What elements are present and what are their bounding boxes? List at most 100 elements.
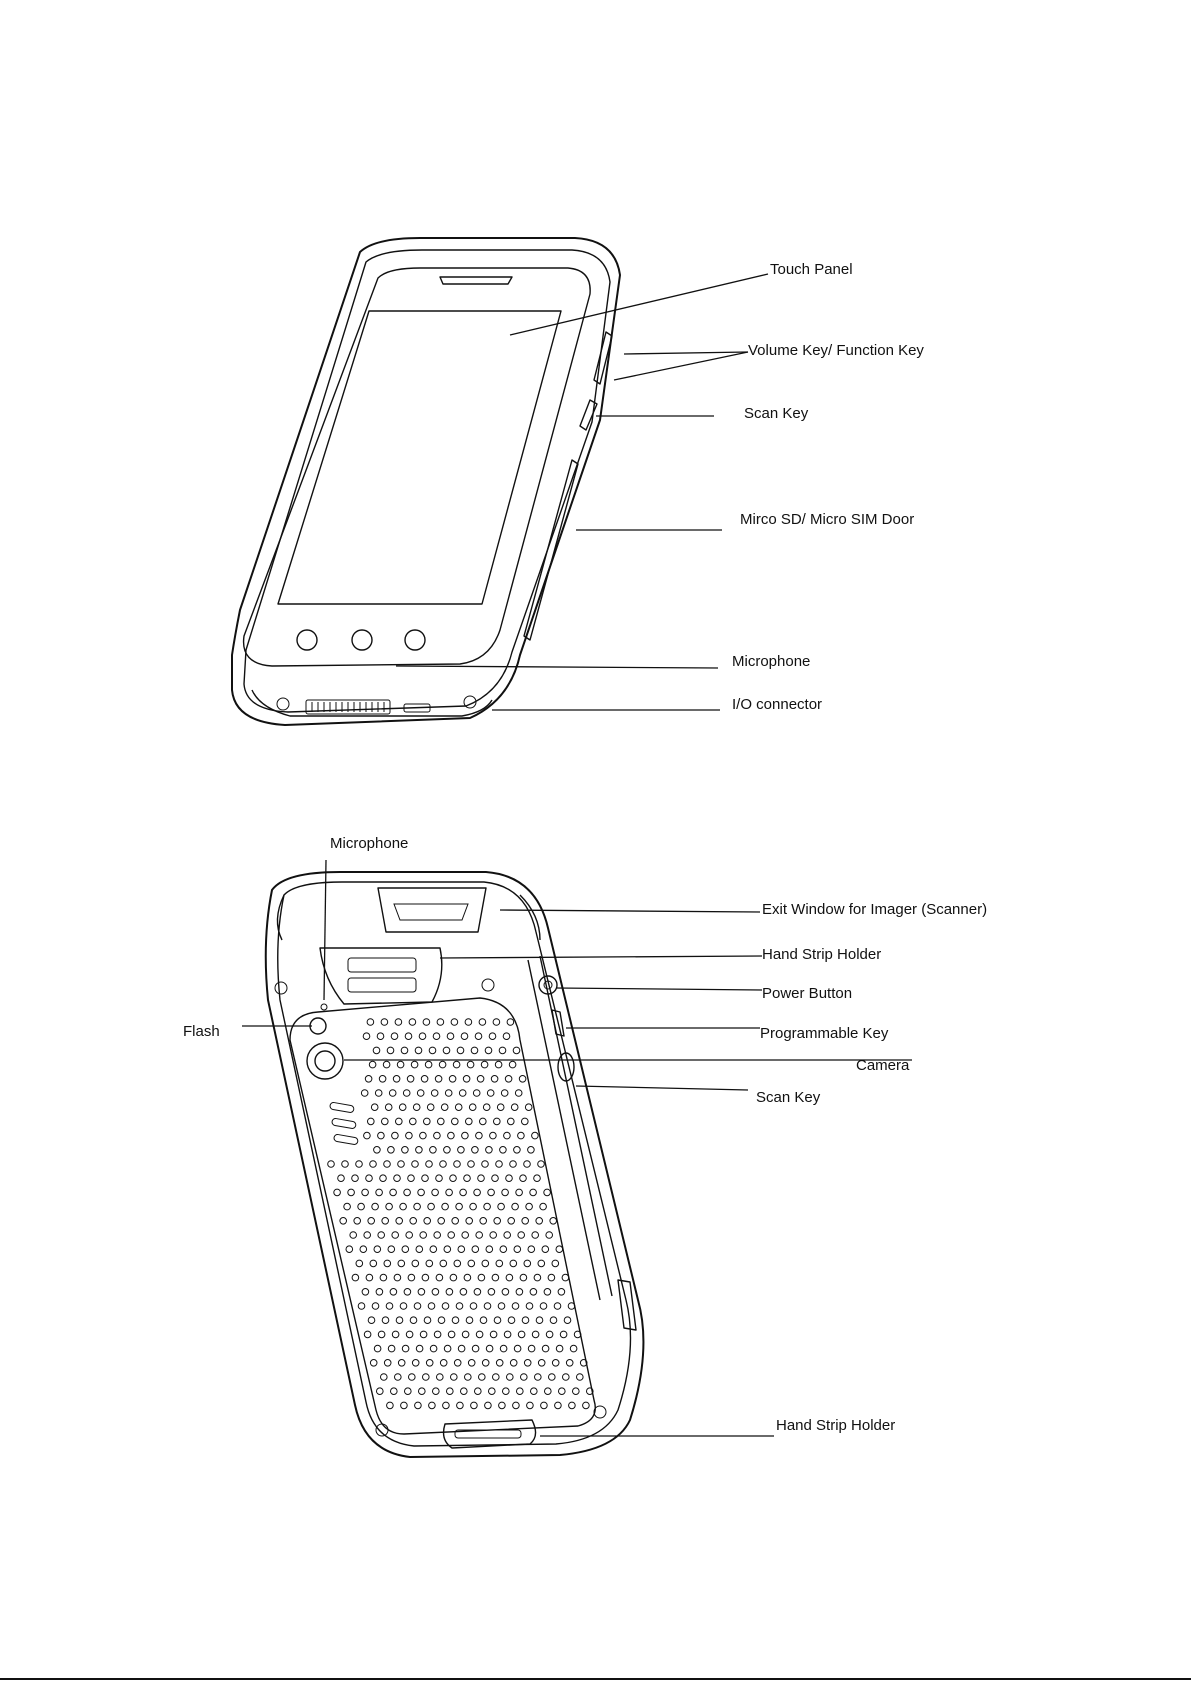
cover-perforation bbox=[435, 1076, 442, 1083]
cover-perforation bbox=[364, 1132, 371, 1139]
cover-perforation bbox=[409, 1374, 416, 1381]
nav-button-left bbox=[297, 630, 317, 650]
cover-perforation bbox=[527, 1402, 534, 1409]
leader-exit-window bbox=[500, 910, 760, 912]
hand-strip-holder-bottom bbox=[444, 1420, 536, 1448]
label-back-microphone: Microphone bbox=[330, 836, 408, 851]
cover-perforation bbox=[524, 1260, 531, 1267]
cover-perforation bbox=[362, 1289, 369, 1296]
cover-perforation bbox=[377, 1033, 384, 1040]
cover-perforation bbox=[413, 1104, 420, 1111]
cover-perforation bbox=[400, 1303, 407, 1310]
cover-perforation bbox=[444, 1345, 451, 1352]
cover-perforation bbox=[468, 1360, 475, 1367]
cover-perforation bbox=[515, 1090, 522, 1097]
cover-perforation bbox=[463, 1076, 470, 1083]
cover-perforation bbox=[498, 1303, 505, 1310]
cover-perforation bbox=[380, 1175, 387, 1182]
cover-perforation bbox=[432, 1189, 439, 1196]
cover-perforation bbox=[401, 1047, 408, 1054]
cover-perforation bbox=[370, 1260, 377, 1267]
cover-perforation bbox=[518, 1132, 525, 1139]
cover-perforation bbox=[387, 1047, 394, 1054]
cover-perforation bbox=[384, 1161, 391, 1168]
cover-perforation bbox=[457, 1047, 464, 1054]
cover-perforation bbox=[461, 1033, 468, 1040]
cover-perforation bbox=[556, 1345, 563, 1352]
cover-perforation bbox=[549, 1374, 556, 1381]
cover-perforation bbox=[458, 1345, 465, 1352]
back-screw-top-left bbox=[275, 982, 287, 994]
cover-perforation bbox=[510, 1161, 517, 1168]
cover-perforation bbox=[436, 1274, 443, 1281]
cover-perforation bbox=[381, 1374, 388, 1381]
cover-perforation bbox=[474, 1189, 481, 1196]
label-sd-sim-door: Mirco SD/ Micro SIM Door bbox=[740, 512, 914, 527]
cover-perforation bbox=[461, 1388, 468, 1395]
cover-perforation bbox=[442, 1303, 449, 1310]
cover-perforation bbox=[485, 1047, 492, 1054]
cover-perforation bbox=[382, 1118, 389, 1125]
cover-perforation bbox=[410, 1317, 417, 1324]
cover-perforation bbox=[406, 1132, 413, 1139]
cover-perforation bbox=[460, 1289, 467, 1296]
cover-perforation bbox=[370, 1161, 377, 1168]
cover-perforation bbox=[447, 1033, 454, 1040]
cover-perforation bbox=[396, 1317, 403, 1324]
cover-perforation bbox=[374, 1246, 381, 1253]
cover-perforation bbox=[384, 1260, 391, 1267]
cover-perforation bbox=[526, 1303, 533, 1310]
cover-perforation bbox=[520, 1175, 527, 1182]
cover-perforation bbox=[434, 1331, 441, 1338]
cover-perforation bbox=[450, 1175, 457, 1182]
label-flash: Flash bbox=[183, 1024, 220, 1039]
cover-perforation bbox=[372, 1203, 379, 1210]
cover-perforation bbox=[392, 1132, 399, 1139]
cover-perforation bbox=[475, 1033, 482, 1040]
back-microphone-hole bbox=[321, 1004, 327, 1010]
cover-perforation bbox=[398, 1360, 405, 1367]
cover-perforation bbox=[486, 1246, 493, 1253]
cover-perforation bbox=[396, 1218, 403, 1225]
cover-perforation bbox=[354, 1218, 361, 1225]
cover-perforation bbox=[491, 1076, 498, 1083]
cover-perforation bbox=[490, 1232, 497, 1239]
cover-perforation bbox=[532, 1132, 539, 1139]
cover-perforation bbox=[506, 1175, 513, 1182]
cover-perforation bbox=[490, 1331, 497, 1338]
cover-perforation bbox=[416, 1345, 423, 1352]
cover-perforation bbox=[371, 1104, 378, 1111]
cover-perforation bbox=[522, 1317, 529, 1324]
cover-perforation bbox=[428, 1303, 435, 1310]
cover-perforation bbox=[421, 1076, 428, 1083]
cover-perforation bbox=[489, 1388, 496, 1395]
cover-perforation bbox=[403, 1090, 410, 1097]
cover-perforation bbox=[419, 1388, 426, 1395]
cover-perforation bbox=[510, 1260, 517, 1267]
cover-perforation bbox=[432, 1289, 439, 1296]
cover-perforation bbox=[552, 1260, 559, 1267]
cover-perforation bbox=[375, 1090, 382, 1097]
exit-window bbox=[378, 888, 486, 932]
cover-perforation bbox=[506, 1274, 513, 1281]
cover-perforation bbox=[426, 1260, 433, 1267]
cover-perforation bbox=[499, 1402, 506, 1409]
cover-perforation bbox=[545, 1388, 552, 1395]
back-screw-top-right bbox=[482, 979, 494, 991]
earpiece-slot bbox=[440, 277, 512, 284]
cover-perforation bbox=[361, 1090, 368, 1097]
cover-perforation bbox=[532, 1331, 539, 1338]
cover-perforation bbox=[467, 1061, 474, 1068]
cover-perforation bbox=[550, 1218, 557, 1225]
cover-perforation bbox=[503, 1033, 510, 1040]
cover-perforation bbox=[532, 1232, 539, 1239]
label-io-connector: I/O connector bbox=[732, 697, 822, 712]
cover-perforation bbox=[468, 1260, 475, 1267]
cover-perforation bbox=[563, 1374, 570, 1381]
cover-perforation bbox=[448, 1132, 455, 1139]
cover-perforation bbox=[569, 1402, 576, 1409]
cover-perforation bbox=[535, 1374, 542, 1381]
cover-perforation bbox=[386, 1203, 393, 1210]
leader-back-scan-key bbox=[576, 1086, 748, 1090]
